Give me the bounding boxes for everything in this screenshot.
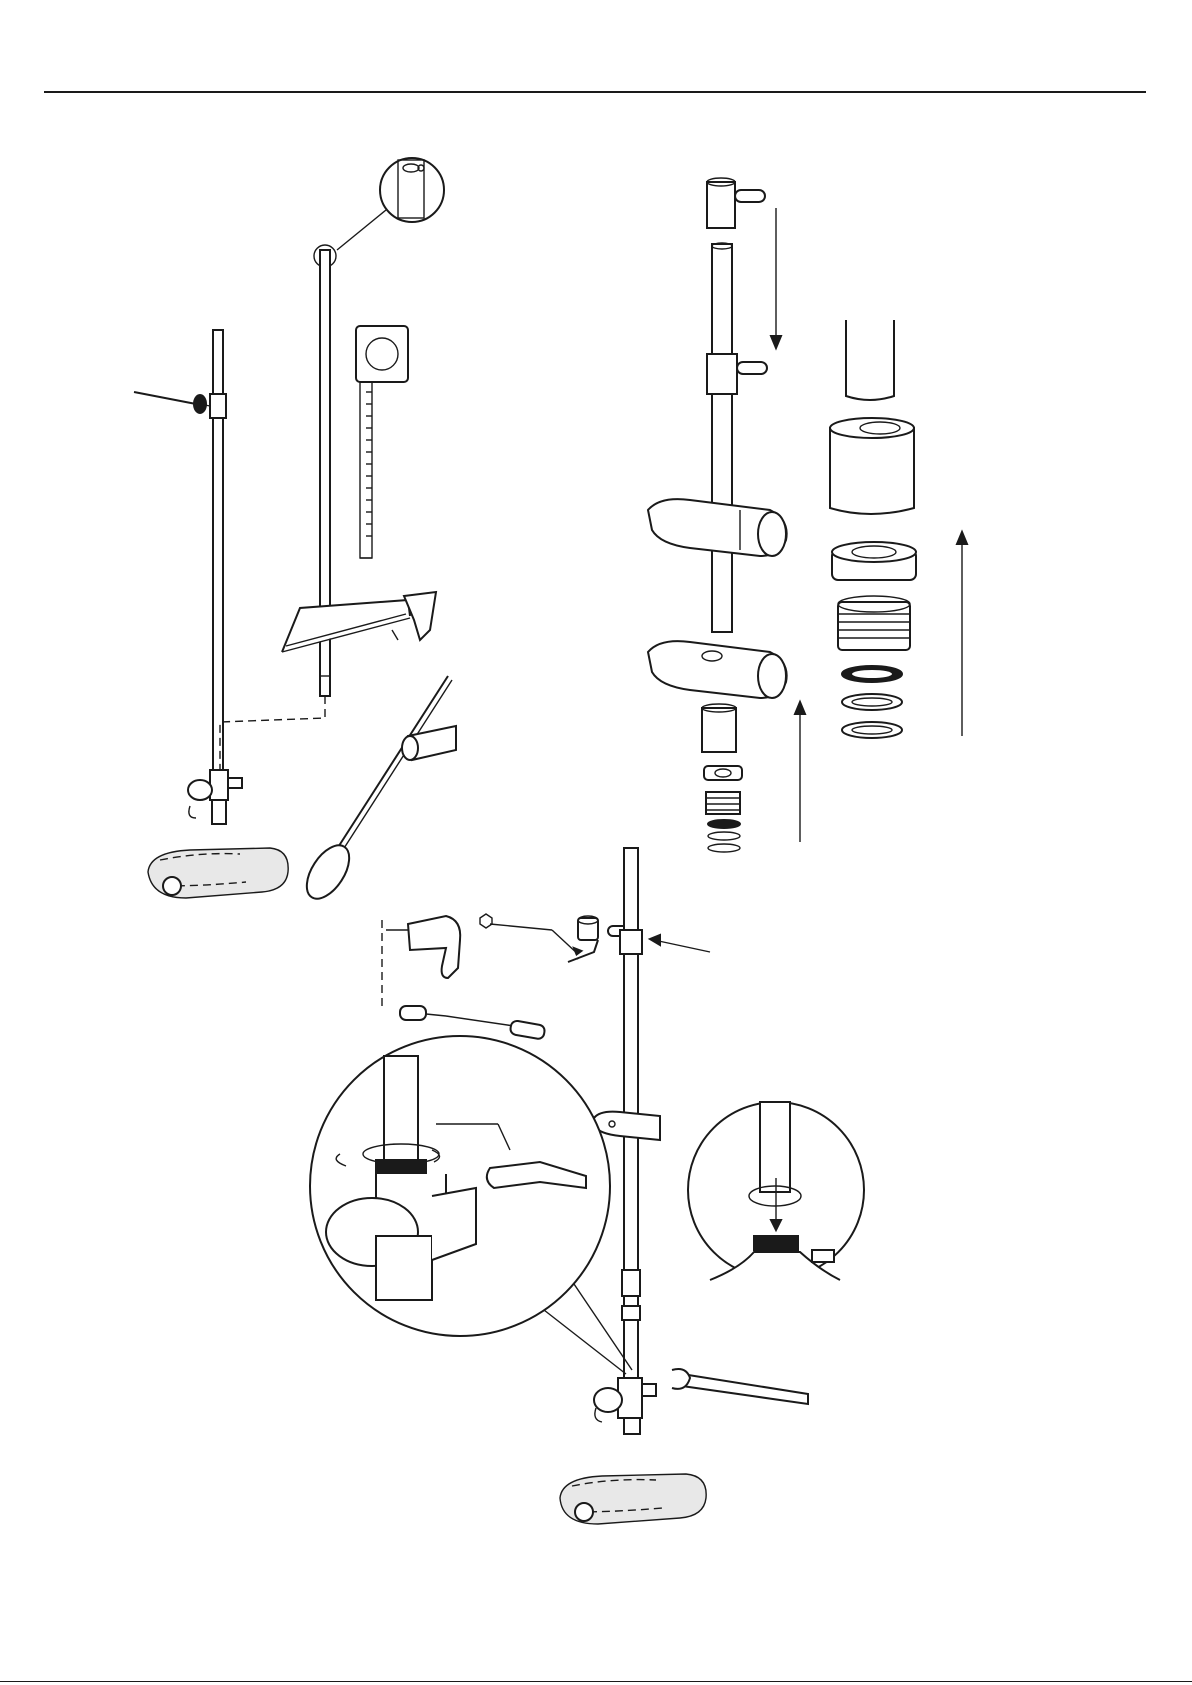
mixer-valve-icon <box>188 770 242 824</box>
arrow-down-icon <box>771 208 781 348</box>
slider-icon <box>594 1112 660 1140</box>
enlarged-insert-icon <box>838 596 910 650</box>
magnified-detail-icon <box>310 1036 632 1374</box>
cut-line <box>220 696 325 776</box>
hacksaw-icon <box>282 592 436 652</box>
rail-end-detail-icon <box>314 158 444 267</box>
end-bracket-icon <box>707 178 765 228</box>
grip-icon <box>560 1474 706 1524</box>
o-ring-icon <box>708 820 740 852</box>
wall-plug-icon <box>400 1006 446 1020</box>
slider-detached-icon <box>648 641 787 698</box>
nut-icon <box>704 766 742 780</box>
tape-measure-icon <box>356 326 408 558</box>
enlarged-nut-icon <box>832 542 916 580</box>
middle-bracket-icon <box>707 354 767 394</box>
wrench-icon <box>672 1369 808 1404</box>
rail-assembly-exploded <box>648 178 967 852</box>
enlarged-tube-icon <box>846 320 894 400</box>
enlarged-o-ring-icon <box>842 666 902 682</box>
enlarged-sleeve-icon <box>830 418 914 514</box>
enlarged-washer-icon <box>842 694 902 738</box>
drill-icon <box>382 916 460 1010</box>
rail-cut-figure <box>134 158 456 906</box>
rail-mounting <box>310 848 864 1524</box>
arrow-up-icon <box>795 702 805 842</box>
mixer-valve-icon <box>594 1378 656 1434</box>
rail-icon <box>712 244 732 632</box>
pipe-segment-icon <box>402 726 456 760</box>
threaded-insert-icon <box>706 792 740 814</box>
grip-icon <box>148 848 288 898</box>
slider-icon <box>648 499 787 556</box>
pointer-arrow-icon <box>650 935 710 952</box>
magnified-detail-icon <box>688 1102 864 1280</box>
assembled-rail-icon <box>134 330 226 770</box>
arrow-up-long-icon <box>957 532 967 736</box>
sleeve-icon <box>702 704 736 752</box>
screwdriver-icon <box>298 676 452 906</box>
